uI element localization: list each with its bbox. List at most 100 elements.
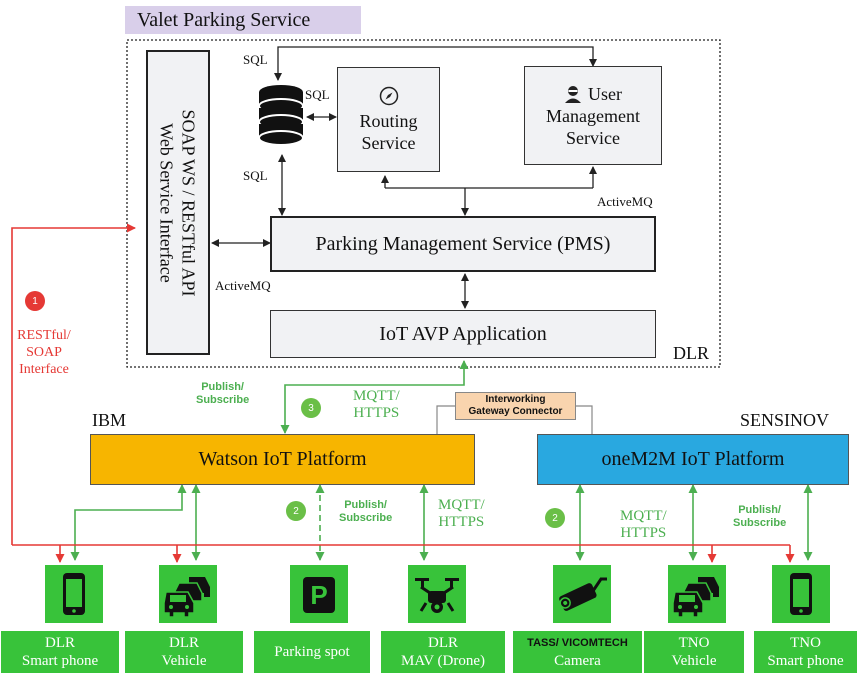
device-5-line1: TNO bbox=[678, 635, 710, 651]
pms-box: Parking Management Service (PMS) bbox=[270, 216, 656, 272]
activemq-label-right: ActiveMQ bbox=[597, 194, 653, 209]
mqtt-right-line1: MQTT/ bbox=[620, 508, 667, 524]
pubsub-top-line1: Publish/ bbox=[201, 381, 244, 393]
compass-icon bbox=[379, 86, 398, 105]
device-dlr-smartphone-icon bbox=[45, 565, 103, 623]
gateway-line-left bbox=[436, 405, 455, 434]
dlr-label: DLR bbox=[673, 343, 709, 363]
arrow-watson-avp bbox=[280, 360, 469, 434]
restful-label: RESTful/ SOAP Interface bbox=[8, 327, 80, 378]
device-2-line1: Parking spot bbox=[274, 644, 350, 660]
title-box: Valet Parking Service bbox=[125, 6, 361, 34]
vehicle-icon bbox=[672, 577, 719, 618]
badge-2-right-text: 2 bbox=[552, 512, 558, 524]
title-text: Valet Parking Service bbox=[137, 8, 311, 31]
device-4-line1: TASS/ VICOMTECH bbox=[527, 637, 628, 649]
device-6-line2: Smart phone bbox=[767, 653, 844, 669]
vehicle-icon bbox=[163, 577, 210, 618]
device-0-line2: Smart phone bbox=[21, 653, 99, 669]
user-line1: User bbox=[588, 83, 622, 104]
device-dlr-drone-icon bbox=[408, 565, 466, 623]
database-icon bbox=[258, 85, 304, 146]
device-parking-spot-icon: P bbox=[290, 565, 348, 623]
sensinov-label: SENSINOV bbox=[740, 410, 830, 430]
badge-2-left-text: 2 bbox=[293, 505, 299, 517]
restful-line3: Interface bbox=[19, 362, 69, 377]
onem2m-text: oneM2M IoT Platform bbox=[601, 448, 785, 470]
device-3-line2: MAV (Drone) bbox=[400, 653, 486, 669]
pubsub-mid-line1: Publish/ bbox=[344, 499, 387, 511]
device-label-tno-smartphone: TNO Smart phone bbox=[754, 631, 857, 673]
onem2m-platform-box: oneM2M IoT Platform bbox=[537, 434, 849, 485]
badge-1: 1 bbox=[25, 291, 45, 311]
user-icon bbox=[565, 85, 581, 103]
drone-icon bbox=[415, 578, 459, 613]
device-6-line1: TNO bbox=[790, 635, 821, 651]
parking-icon: P bbox=[303, 577, 335, 613]
publish-subscribe-label-mid: Publish/ Subscribe bbox=[339, 499, 392, 525]
parking-symbol: P bbox=[310, 579, 328, 610]
pubsub-right-line2: Subscribe bbox=[733, 517, 787, 529]
device-label-camera: TASS/ VICOMTECH Camera bbox=[513, 631, 642, 673]
user-line3: Service bbox=[566, 127, 620, 148]
pubsub-mid-line2: Subscribe bbox=[339, 512, 393, 524]
arrow-watson-dlr-phone bbox=[70, 484, 187, 561]
mqtt-label-top: MQTT/ HTTPS bbox=[353, 388, 400, 422]
mqtt-label-mid: MQTT/ HTTPS bbox=[438, 497, 485, 531]
device-label-dlr-drone: DLR MAV (Drone) bbox=[381, 631, 505, 673]
device-label-dlr-vehicle: DLR Vehicle bbox=[125, 631, 243, 673]
mqtt-mid-line2: HTTPS bbox=[438, 514, 485, 530]
mqtt-right-line2: HTTPS bbox=[620, 525, 667, 541]
watson-platform-box: Watson IoT Platform bbox=[90, 434, 475, 485]
iot-avp-text: IoT AVP Application bbox=[379, 322, 547, 345]
device-camera-icon bbox=[553, 565, 611, 623]
badge-3: 3 bbox=[301, 398, 321, 418]
activemq-label-left: ActiveMQ bbox=[215, 278, 271, 293]
badge-2-left: 2 bbox=[286, 501, 306, 521]
soap-interface-box: SOAP WS / RESTful API Web Service Interf… bbox=[146, 50, 210, 355]
routing-service-box: Routing Service bbox=[337, 67, 440, 172]
device-label-dlr-smartphone: DLR Smart phone bbox=[1, 631, 119, 673]
pubsub-right-line1: Publish/ bbox=[738, 504, 781, 516]
soap-line2: Web Service Interface bbox=[157, 122, 178, 283]
gateway-connector-box: Interworking Gateway Connector bbox=[455, 392, 576, 420]
camera-icon bbox=[559, 577, 607, 611]
gateway-line1: Interworking bbox=[485, 394, 546, 405]
device-0-line1: DLR bbox=[45, 635, 75, 651]
arrow-db-usermgmt bbox=[274, 46, 597, 81]
restful-line2: SOAP bbox=[26, 345, 62, 360]
device-label-parking-spot: Parking spot bbox=[254, 631, 370, 673]
device-5-line2: Vehicle bbox=[671, 653, 717, 669]
gateway-line2: Gateway Connector bbox=[468, 406, 563, 417]
arrow-red-soap bbox=[11, 223, 136, 545]
device-label-tno-vehicle: TNO Vehicle bbox=[644, 631, 744, 673]
mqtt-mid-line1: MQTT/ bbox=[438, 497, 485, 513]
user-line2: Management bbox=[546, 105, 640, 126]
device-3-line1: DLR bbox=[428, 635, 458, 651]
mqtt-top-line1: MQTT/ bbox=[353, 388, 400, 404]
sql-label-right: SQL bbox=[305, 87, 330, 102]
pms-text: Parking Management Service (PMS) bbox=[315, 232, 611, 255]
gateway-line-right bbox=[576, 405, 593, 434]
iot-avp-box: IoT AVP Application bbox=[270, 310, 656, 358]
badge-3-text: 3 bbox=[308, 402, 314, 414]
device-tno-vehicle-icon bbox=[668, 565, 726, 623]
restful-line1: RESTful/ bbox=[17, 328, 71, 343]
ibm-label: IBM bbox=[92, 410, 127, 430]
mqtt-label-right: MQTT/ HTTPS bbox=[620, 508, 667, 542]
device-1-line2: Vehicle bbox=[161, 653, 207, 669]
device-dlr-vehicle-icon bbox=[159, 565, 217, 623]
sql-label-left: SQL bbox=[243, 168, 268, 183]
soap-line1: SOAP WS / RESTful API bbox=[179, 108, 200, 297]
routing-line1: Routing bbox=[359, 110, 418, 131]
mqtt-top-line2: HTTPS bbox=[353, 405, 400, 421]
device-tno-smartphone-icon bbox=[772, 565, 830, 623]
publish-subscribe-label-right: Publish/ Subscribe bbox=[733, 504, 786, 530]
device-1-line1: DLR bbox=[169, 635, 199, 651]
sql-label-top: SQL bbox=[243, 52, 268, 67]
watson-text: Watson IoT Platform bbox=[198, 448, 367, 470]
user-management-box: User Management Service bbox=[524, 66, 662, 165]
pubsub-top-line2: Subscribe bbox=[196, 394, 250, 406]
smartphone-icon bbox=[63, 573, 85, 615]
